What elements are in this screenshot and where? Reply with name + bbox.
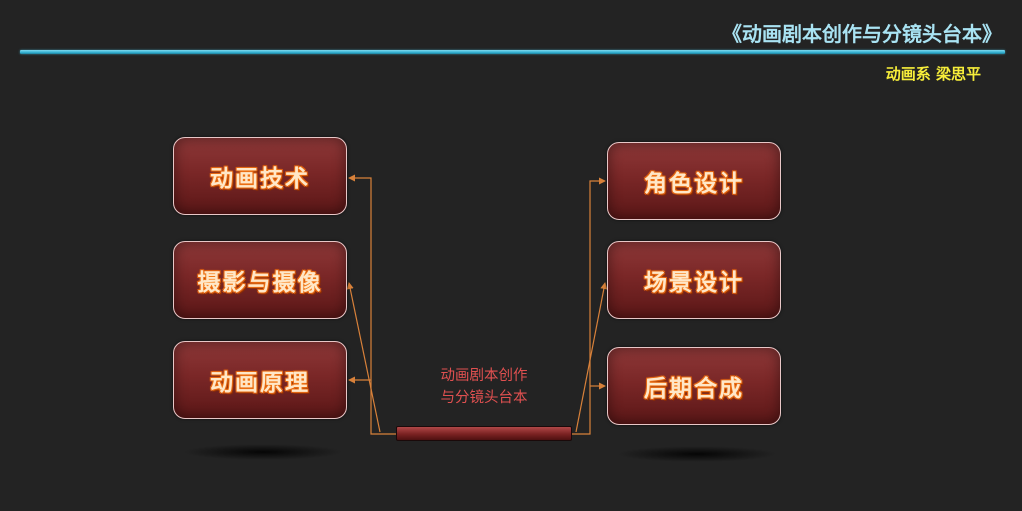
box-scene-design: 场景设计 [607, 241, 781, 319]
connector-left-trunk [348, 174, 396, 435]
header-divider [20, 50, 1005, 54]
box-label: 动画原理 [210, 370, 310, 396]
shadow-right [617, 446, 777, 462]
center-label: 动画剧本创作 与分镜头台本 [396, 365, 572, 409]
shadow-left [183, 444, 343, 460]
center-label-line2: 与分镜头台本 [440, 390, 528, 406]
box-character-design: 角色设计 [607, 142, 781, 220]
box-label: 动画技术 [210, 166, 310, 192]
hub-bar [396, 426, 572, 441]
header-author: 动画系 梁思平 [885, 65, 981, 83]
connector-right-middle [575, 282, 608, 433]
box-label: 角色设计 [644, 171, 744, 197]
center-label-line1: 动画剧本创作 [440, 368, 528, 384]
box-label: 后期合成 [644, 376, 744, 402]
connector-left-middle [346, 282, 381, 433]
box-label: 摄影与摄像 [197, 270, 323, 296]
box-post-compositing: 后期合成 [607, 347, 781, 425]
box-animation-principles: 动画原理 [173, 341, 347, 419]
header-title: 《动画剧本创作与分镜头台本》 [722, 22, 1002, 46]
connector-right-trunk [572, 177, 606, 435]
box-label: 场景设计 [644, 270, 744, 296]
box-photography-videography: 摄影与摄像 [173, 241, 347, 319]
box-animation-technique: 动画技术 [173, 137, 347, 215]
